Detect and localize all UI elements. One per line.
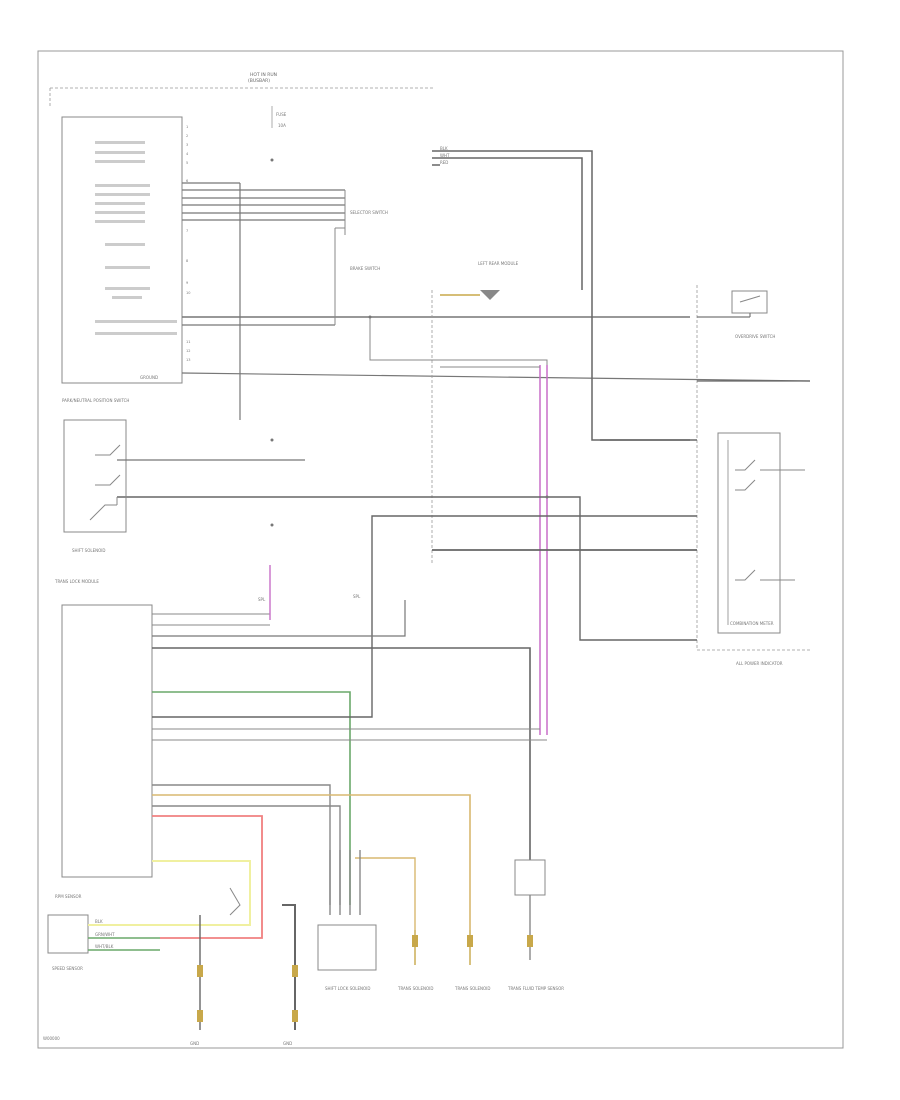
svg-text:TRANS SOLENOID: TRANS SOLENOID: [397, 986, 433, 991]
spl-1: SPL: [258, 597, 266, 602]
svg-text:TRANS SOLENOID: TRANS SOLENOID: [454, 986, 490, 991]
wire-color-blk: BLK: [440, 146, 448, 151]
bottom-component-2: TRANS SOLENOID: [397, 930, 433, 991]
tcm-box: [61, 116, 183, 384]
rpm-sensor-wires: [88, 924, 160, 951]
svg-text:3: 3: [186, 143, 188, 147]
svg-text:7: 7: [186, 229, 188, 233]
wire-color-lr-3: WHT/BLK: [95, 944, 114, 949]
tcm-internal-labels: [95, 141, 177, 335]
spl-2: SPL: [353, 594, 361, 599]
svg-text:TRANS FLUID TEMP SENSOR: TRANS FLUID TEMP SENSOR: [507, 986, 564, 991]
trans-lock-wires: [152, 600, 547, 939]
park-neutral-label: PARK/NEUTRAL POSITION SWITCH: [62, 398, 129, 403]
wire-color-lr-2: GRN/WHT: [95, 932, 115, 937]
fuse-amp: 10A: [278, 123, 286, 128]
tcm-ground-label: GROUND: [140, 375, 158, 380]
svg-text:2: 2: [186, 134, 188, 138]
header-left: HOT IN RUN: [250, 72, 277, 78]
bottom-component-1: SHIFT LOCK SOLENOID: [317, 850, 377, 991]
svg-text:GND: GND: [190, 1041, 199, 1046]
meter-switches: [735, 459, 805, 581]
wire-color-lr-1: BLK: [95, 919, 103, 924]
combination-meter-label: COMBINATION METER: [730, 621, 774, 626]
speed-sensor-label: SPEED SENSOR: [52, 966, 83, 971]
rpm-sensor-box: [47, 914, 89, 954]
header-left2: (BUSBAR): [248, 78, 270, 84]
ground-1: GND: [190, 915, 203, 1046]
svg-text:8: 8: [186, 259, 188, 263]
middle-to-meter-wires: [117, 439, 697, 660]
footer-code: W00000: [43, 1036, 60, 1041]
selector-switch-label: SELECTOR SWITCH: [350, 210, 388, 215]
bottom-component-4: TRANS FLUID TEMP SENSOR: [507, 859, 564, 991]
splices: [270, 158, 549, 527]
brake-switch-label: BRAKE SWITCH: [350, 266, 380, 271]
svg-text:9: 9: [186, 281, 188, 285]
bottom-component-3: TRANS SOLENOID: [454, 930, 490, 991]
svg-text:1: 1: [186, 125, 188, 129]
park-neutral-switch-box: [63, 419, 127, 533]
lrm-symbol: [480, 290, 500, 300]
rpm-sensor-label: RPM SENSOR: [55, 894, 82, 899]
park-neutral-contacts: [89, 444, 305, 521]
svg-text:12: 12: [186, 349, 190, 353]
fuse-label: FUSE: [276, 112, 287, 117]
svg-text:4: 4: [186, 152, 189, 156]
tcm-pin-numbers: 1 2 3 4 5 6 7 8 9 10 11 12 13: [186, 125, 190, 362]
shift-solenoid-label: SHIFT SOLENOID: [72, 548, 106, 553]
svg-text:6: 6: [186, 179, 188, 183]
wire-color-red: RED: [440, 160, 448, 165]
svg-text:10: 10: [186, 291, 190, 295]
trans-lock-module-label: TRANS LOCK MODULE: [54, 579, 99, 584]
wire-color-wht: WHT: [440, 153, 450, 158]
svg-text:11: 11: [186, 340, 190, 344]
combination-meter-box: [717, 432, 781, 634]
left-rear-module-label: LEFT REAR MODULE: [478, 261, 519, 266]
diagram-border: [37, 50, 844, 1049]
ground-2: GND: [282, 904, 298, 1046]
svg-text:5: 5: [186, 161, 188, 165]
selector-connector: SELECTOR SWITCH BRAKE SWITCH: [334, 190, 388, 325]
overdrive-switch-label: OVERDRIVE SWITCH: [735, 334, 775, 339]
trans-lock-module-box: [61, 604, 153, 878]
tcm-wires: [181, 182, 811, 420]
overdrive-switch-box: [731, 290, 768, 314]
svg-text:GND: GND: [283, 1041, 292, 1046]
svg-text:13: 13: [186, 358, 190, 362]
svg-text:SHIFT LOCK SOLENOID: SHIFT LOCK SOLENOID: [325, 986, 370, 991]
all-power-indicator-label: ALL POWER INDICATOR: [736, 661, 783, 666]
